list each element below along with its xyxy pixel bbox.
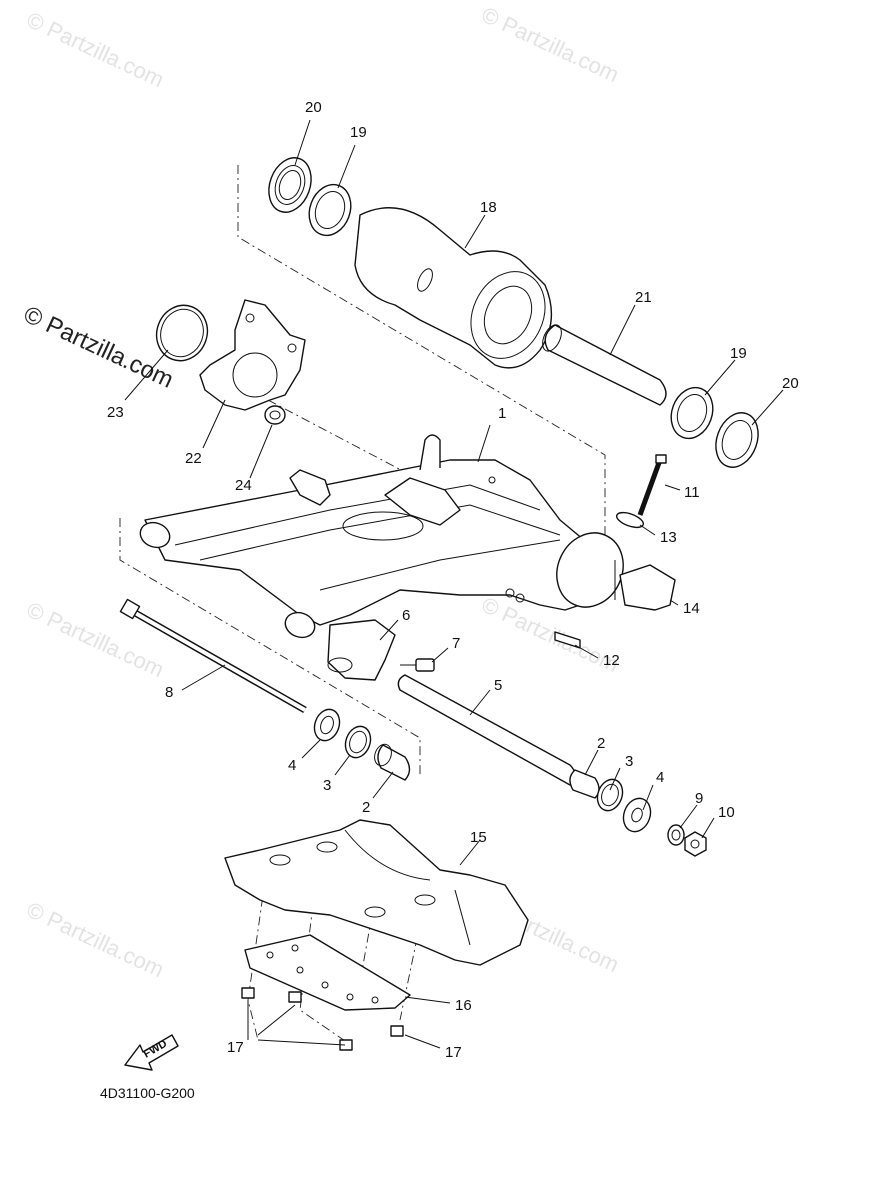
fwd-arrow-icon: FWD [124,1034,179,1071]
callout-14: 14 [683,600,700,617]
callout-13: 13 [660,529,677,546]
callout-8: 8 [165,684,173,701]
watermark-text: © Partzilla.com [478,2,623,87]
watermark-main: © Partzilla.com [19,301,177,394]
oil-seal-right[interactable] [709,407,766,473]
pivot-collar[interactable] [397,674,576,786]
callout-18: 18 [480,199,497,216]
washer[interactable] [667,824,685,846]
watermark-text: © Partzilla.com [23,7,168,92]
callout-2: 2 [362,799,370,816]
callout-3: 3 [323,777,331,794]
diagram-code: 4D31100-G200 [100,1085,195,1101]
callout-3: 3 [625,753,633,770]
bearing-housing[interactable] [354,207,559,371]
bush-14[interactable] [614,560,676,611]
callout-20: 20 [782,375,799,392]
callout-6: 6 [402,607,410,624]
collar[interactable] [539,322,667,406]
callout-2: 2 [597,735,605,752]
callout-7: 7 [452,635,460,652]
callout-12: 12 [603,652,620,669]
pivot-shaft[interactable] [119,598,307,714]
callout-17: 17 [227,1039,244,1056]
oil-seal-right-pivot[interactable] [593,776,626,814]
callout-1: 1 [498,405,506,422]
watermark-text: © Partzilla.com [23,597,168,682]
callout-22: 22 [185,450,202,467]
bolt-7[interactable] [400,658,435,672]
callout-11: 11 [684,484,700,501]
chain-guard[interactable] [327,619,396,681]
callout-16: 16 [455,997,472,1014]
caliper-bracket[interactable] [199,299,306,411]
bearing-left[interactable] [372,742,411,781]
watermark-text: © Partzilla.com [23,897,168,982]
circlip[interactable] [149,298,215,368]
callout-19: 19 [730,345,747,362]
callout-5: 5 [494,677,502,694]
callout-23: 23 [107,404,124,421]
plate-13[interactable] [615,510,645,531]
collar-small[interactable] [264,405,286,425]
callout-15: 15 [470,829,487,846]
callout-19: 19 [350,124,367,141]
leader-lines [124,119,784,1049]
callout-17: 17 [445,1044,462,1061]
bolt-11[interactable] [637,454,667,516]
nut[interactable] [684,831,707,857]
callout-9: 9 [695,790,703,807]
oil-seal-top[interactable] [262,152,319,218]
callout-labels: 20 19 18 21 19 20 1 11 13 14 12 6 7 8 5 … [107,99,799,1061]
bearing-right-pivot[interactable] [569,769,600,799]
bearing-right[interactable] [664,382,719,445]
callout-4: 4 [656,769,664,786]
bolt-17[interactable] [241,987,404,1051]
callout-21: 21 [635,289,652,306]
callout-24: 24 [235,477,252,494]
swingarm[interactable] [137,434,635,641]
oil-seal-left[interactable] [341,723,374,761]
thrust-cover-left[interactable] [310,706,343,744]
under-plate[interactable] [244,934,411,1011]
callout-10: 10 [718,804,735,821]
callout-20: 20 [305,99,322,116]
callout-4: 4 [288,757,296,774]
skid-plate[interactable] [224,819,529,966]
thrust-cover-right[interactable] [619,795,655,836]
